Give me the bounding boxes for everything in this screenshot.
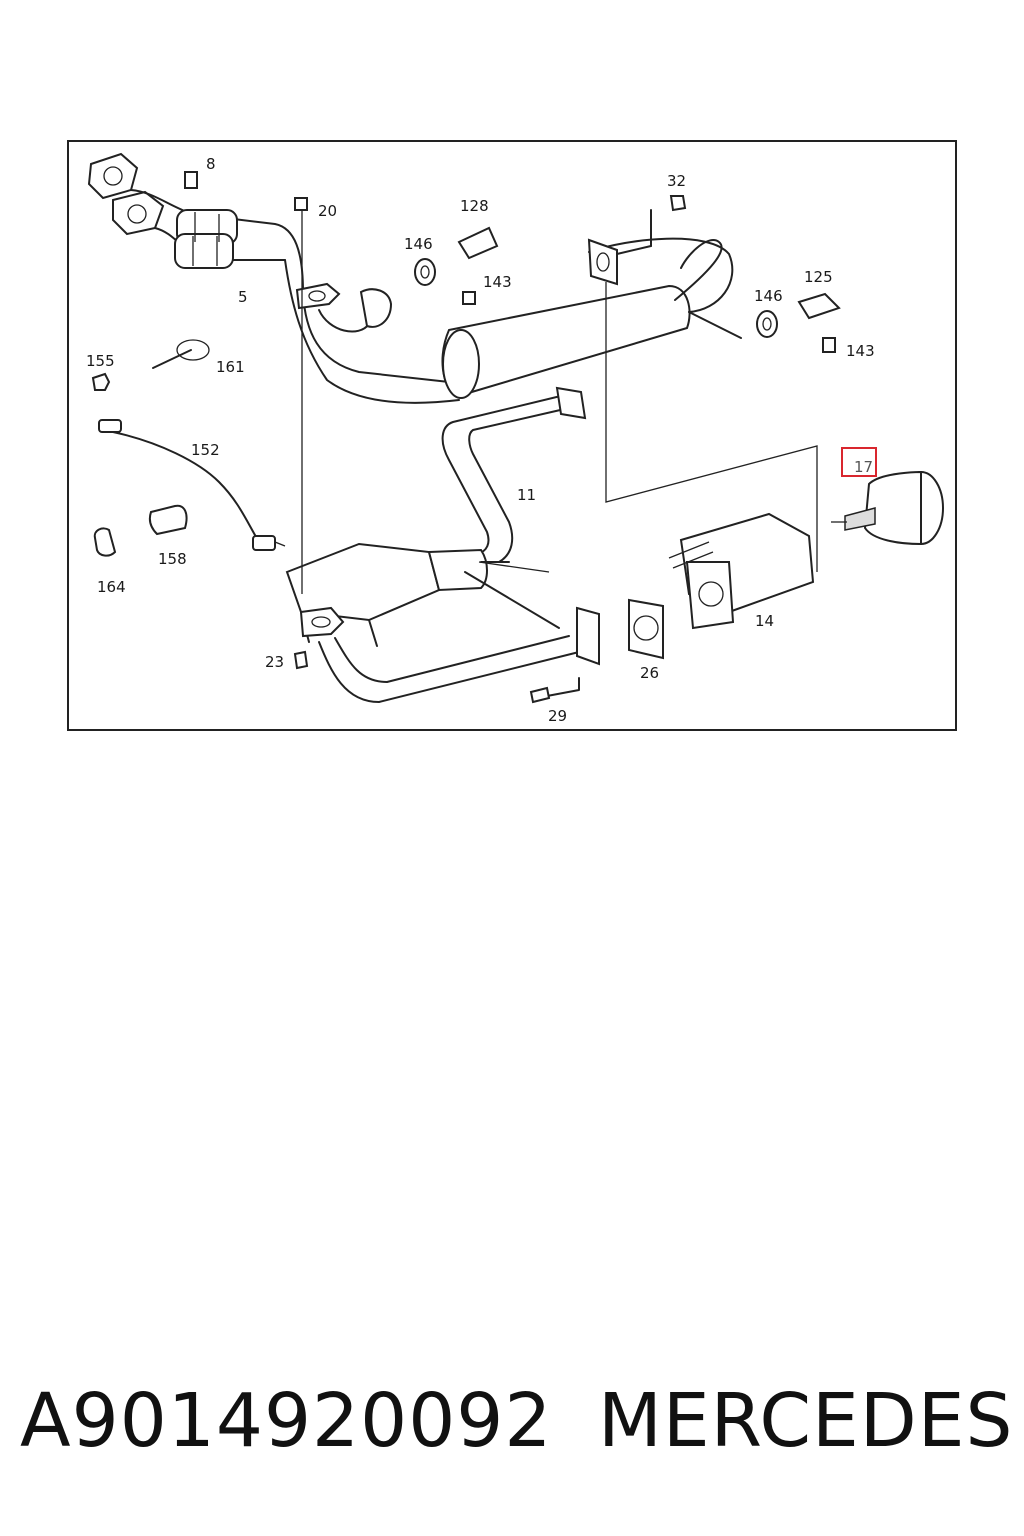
front-flange <box>295 282 393 333</box>
leader-lines <box>301 208 818 594</box>
callout-17[interactable]: 17 <box>854 458 874 476</box>
callout-128: 128 <box>460 197 489 215</box>
callout-155: 155 <box>86 352 115 370</box>
rear-flange <box>464 571 600 697</box>
middle-muffler <box>441 237 742 399</box>
callout-164: 164 <box>97 578 126 596</box>
callout-23: 23 <box>265 653 285 671</box>
exhaust-system-diagram: 8 20 128 32 146 143 5 125 146 143 155 16… <box>67 140 957 731</box>
callout-26: 26 <box>640 664 660 682</box>
callout-161: 161 <box>216 358 245 376</box>
callout-20: 20 <box>318 202 338 220</box>
oxygen-sensor-152 <box>98 419 286 551</box>
callout-146-left: 146 <box>404 235 433 253</box>
callout-152: 152 <box>191 441 220 459</box>
callout-125: 125 <box>804 268 833 286</box>
front-pipe-5 <box>130 189 460 404</box>
hanger-146-right <box>756 310 778 338</box>
brand-name: MERCEDES <box>598 1378 1014 1464</box>
callout-143-right: 143 <box>846 342 875 360</box>
intermediate-pipe-11 <box>441 386 587 563</box>
callout-5: 5 <box>238 288 248 306</box>
footer: A9014920092 MERCEDES <box>20 1376 1014 1466</box>
clip-158 <box>148 504 188 536</box>
cable-tie-161 <box>152 339 210 369</box>
clip-164 <box>93 527 117 557</box>
manifold-flanges <box>87 152 165 236</box>
callout-8: 8 <box>206 155 216 173</box>
bracket-125 <box>797 292 841 320</box>
callout-29: 29 <box>548 707 568 725</box>
center-flange <box>587 209 652 286</box>
callout-11: 11 <box>517 486 537 504</box>
exhaust-diagram-drawing <box>87 152 944 704</box>
tail-pipe-17 <box>831 470 944 546</box>
highlight-box-17[interactable] <box>841 447 877 477</box>
bracket-128 <box>457 226 499 260</box>
gasket-26 <box>628 598 664 660</box>
rear-pipe <box>299 606 580 703</box>
callout-14: 14 <box>755 612 775 630</box>
callout-158: 158 <box>158 550 187 568</box>
callout-32: 32 <box>667 172 687 190</box>
nut-155 <box>91 372 111 391</box>
callout-146-right: 146 <box>754 287 783 305</box>
part-number: A9014920092 <box>20 1378 553 1464</box>
hanger-146-left <box>414 258 436 286</box>
callout-143-left: 143 <box>483 273 512 291</box>
bolts <box>184 171 836 704</box>
rear-silencer-14 <box>668 512 815 630</box>
